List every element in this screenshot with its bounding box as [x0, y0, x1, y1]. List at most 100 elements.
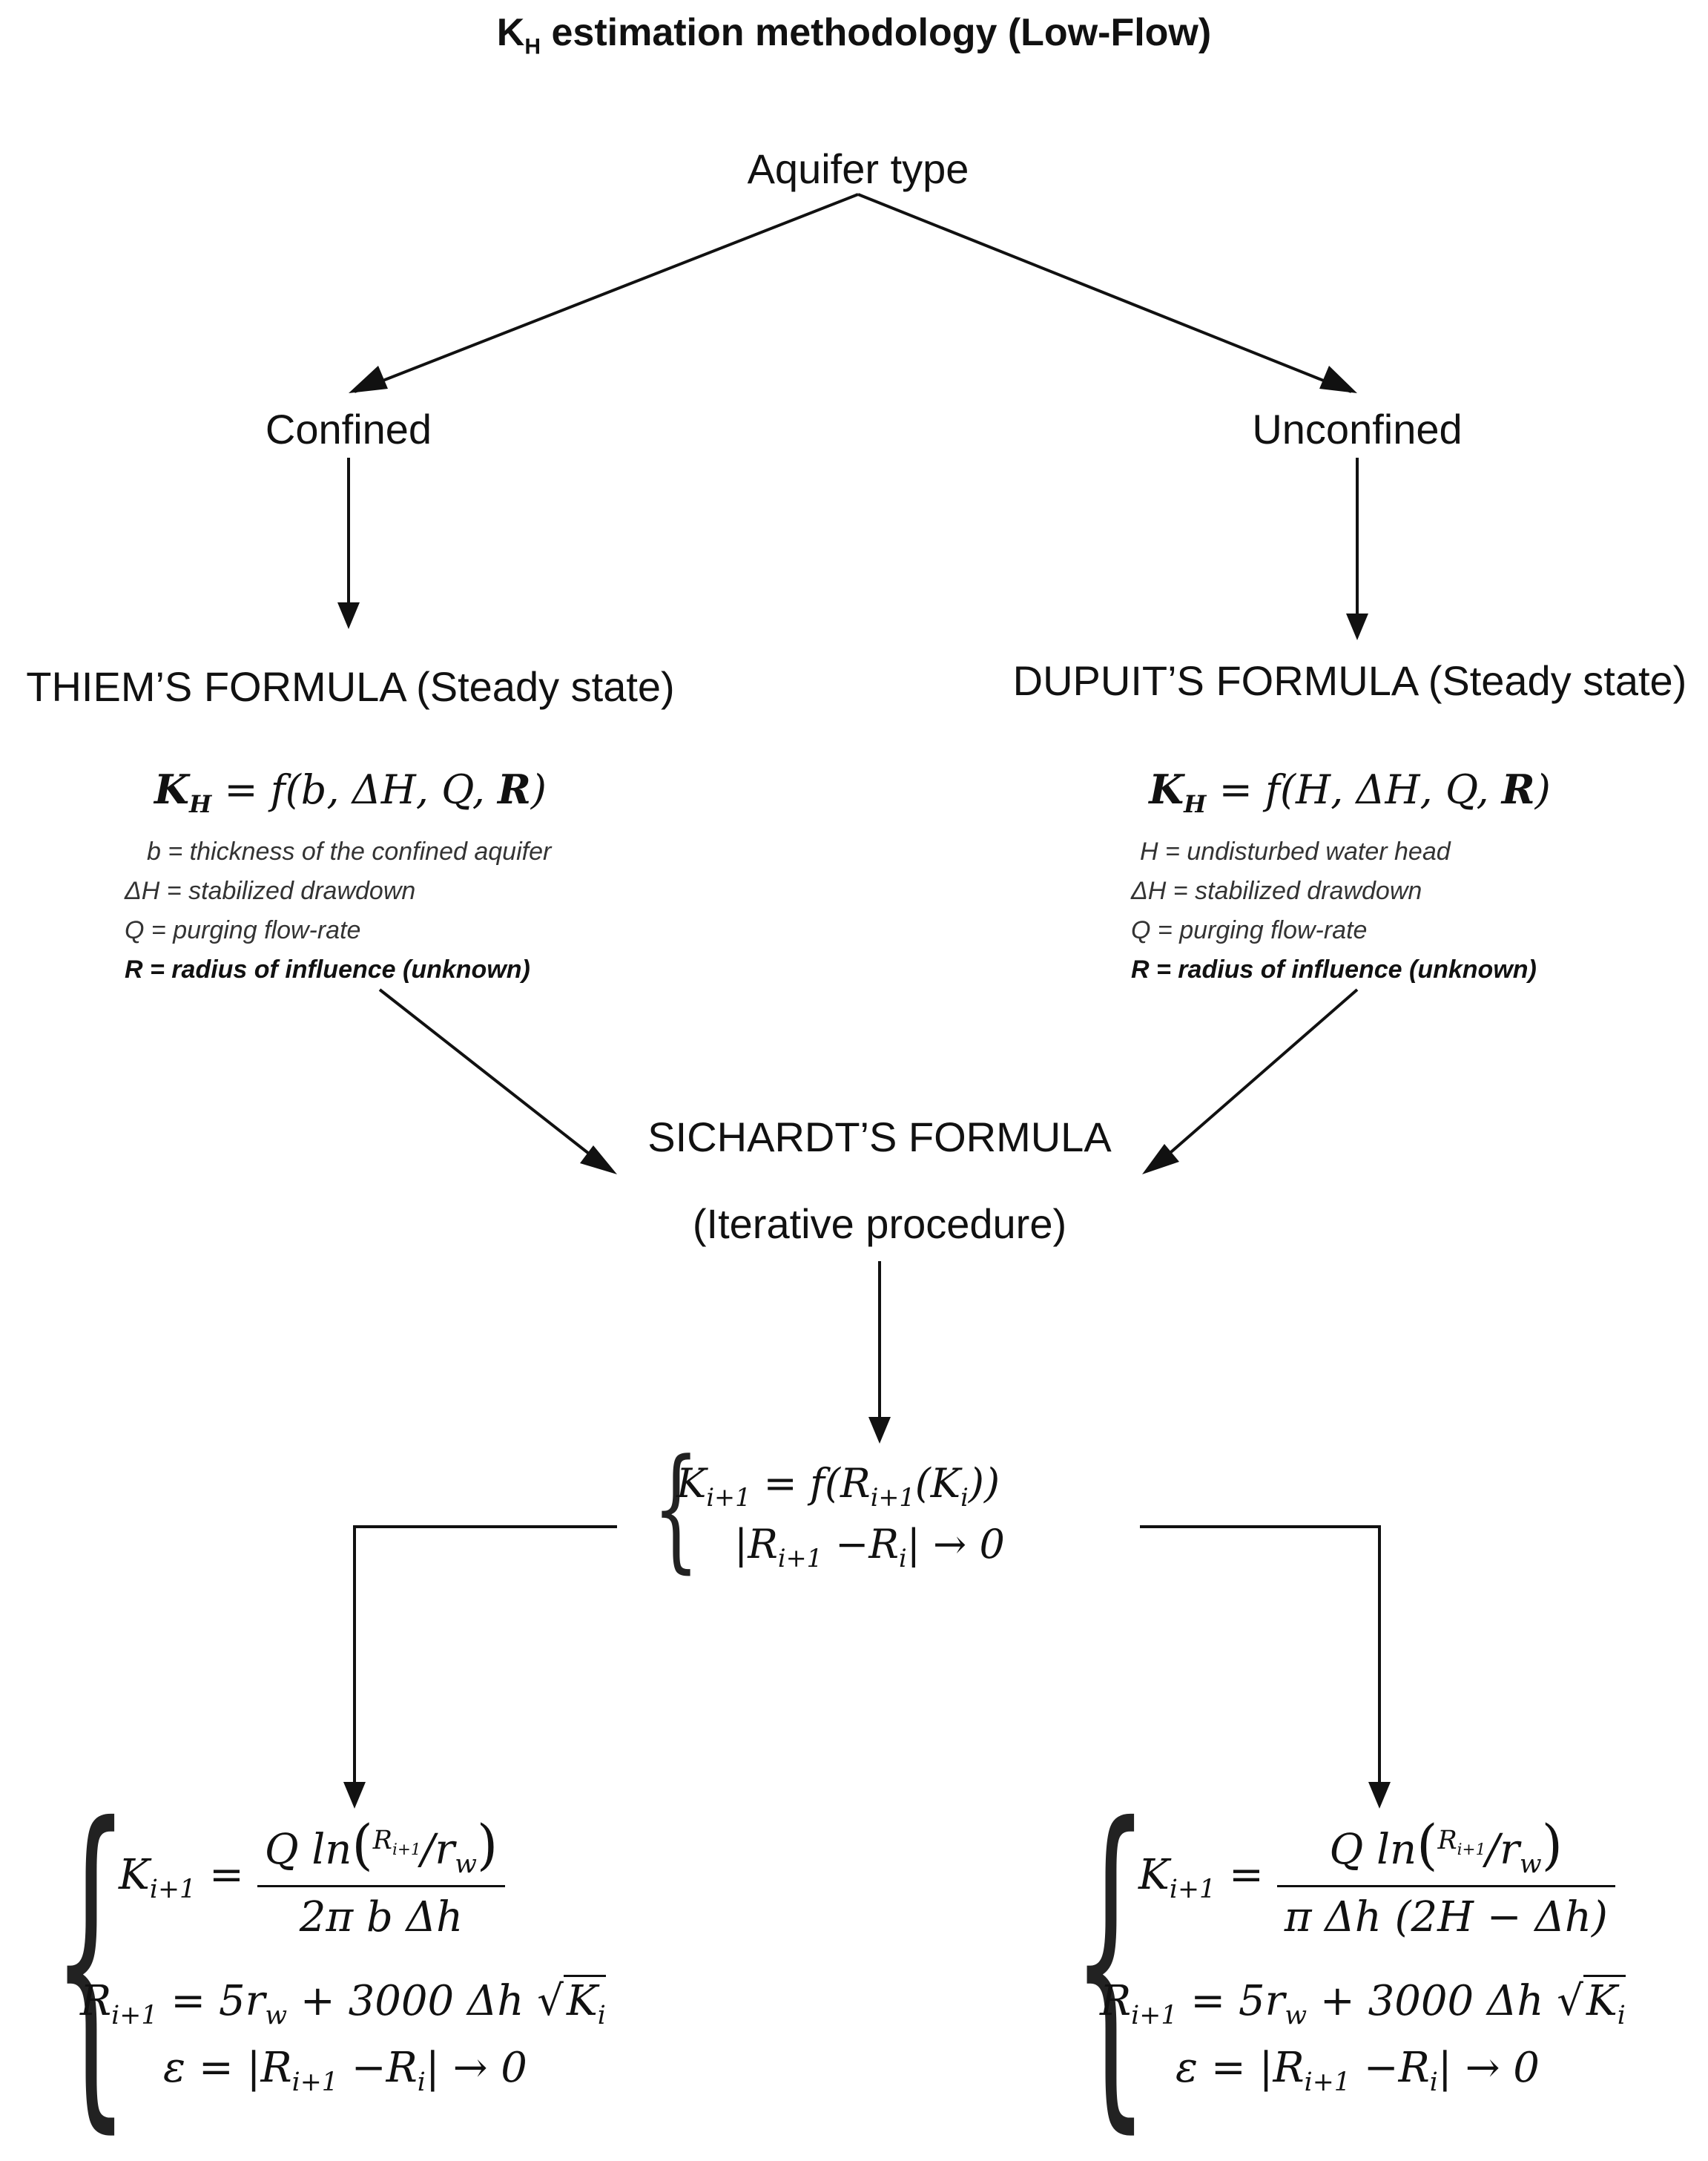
node-sichardt-formula: SICHARDT’S FORMULA [647, 1114, 1112, 1160]
confined-system-brace: { [52, 1755, 130, 2161]
confined-fraction: Q ln(Ri+1/rw) 2π b Δh [257, 1814, 506, 1941]
iter-k: K [676, 1460, 707, 1507]
thiem-kh-equation: KH = f(b, ΔH, Q, R) [0, 766, 701, 818]
unconfined-r-rest: + 3000 Δh [1307, 1977, 1557, 2025]
arrow-thiem-to-sichardt [378, 988, 601, 1163]
dupuit-def-r: R = radius of influence (unknown) [1131, 955, 1537, 984]
iteration-line-2: |Ri+1 −Ri| → 0 [734, 1521, 1005, 1573]
arrowhead-unconfined [1319, 366, 1357, 393]
thiem-kh-sub: H [188, 789, 212, 818]
confined-sqrt-sub: i [597, 2001, 606, 2031]
arrow-system-to-unconfined-system [1140, 1525, 1381, 1788]
confined-num-r: R [372, 1826, 392, 1856]
unconfined-r-w: w [1285, 2001, 1308, 2031]
node-unconfined: Unconfined [1252, 406, 1463, 453]
confined-sqrt-k: K [566, 1977, 598, 2025]
unconfined-system-brace: { [1072, 1755, 1150, 2161]
node-thiem-formula: THIEM’S FORMULA (Steady state) [26, 663, 675, 710]
confined-numerator: Q ln(Ri+1/rw) [264, 1814, 498, 1880]
unconfined-denominator: π Δh (2H − Δh) [1276, 1885, 1615, 1941]
arrowhead-confined [349, 366, 388, 393]
unconfined-num-q: Q ln [1329, 1826, 1417, 1874]
arrowhead-thiem [337, 602, 360, 629]
thiem-kh-symbol: K [154, 766, 189, 813]
arrowhead-confined-system [343, 1782, 366, 1809]
dupuit-rhs-start: = f(H, ΔH, Q, [1206, 766, 1502, 813]
arrow-dupuit-to-sichardt [1158, 988, 1359, 1163]
thiem-def-q: Q = purging flow-rate [125, 916, 361, 944]
unconfined-eps-mid: −R [1350, 2044, 1430, 2092]
node-sichardt-procedure: (Iterative procedure) [692, 1200, 1067, 1247]
unconfined-r-line: Ri+1 = 5rw + 3000 Δh √Ki [1100, 1975, 1626, 2031]
thiem-def-r: R = radius of influence (unknown) [125, 955, 530, 984]
unconfined-numerator: Q ln(Ri+1/rw) [1329, 1814, 1563, 1880]
confined-system: { Ki+1 = Q ln(Ri+1/rw) 2π b Δh Ri+1 = 5r… [52, 1784, 719, 2133]
arrow-system-to-confined-system [353, 1525, 617, 1788]
iter-r-sub: i+1 [870, 1482, 915, 1512]
title-k: K [496, 11, 525, 54]
unconfined-r-rhs: = 5r [1177, 1977, 1285, 2025]
confined-k-line: Ki+1 = Q ln(Ri+1/rw) 2π b Δh [119, 1814, 506, 1941]
confined-k: K [119, 1851, 150, 1899]
iteration-line-1: Ki+1 = f(Ri+1(Ki)) [676, 1460, 1000, 1512]
unconfined-num-w: w [1519, 1849, 1542, 1880]
iter2-sub1: i+1 [777, 1543, 822, 1573]
confined-eps-mid: −R [337, 2044, 418, 2092]
dupuit-def-q: Q = purging flow-rate [1131, 916, 1368, 944]
iter2-mid: −R [822, 1521, 899, 1568]
dupuit-def-h: H = undisturbed water head [1140, 838, 1451, 866]
unconfined-equals: = [1216, 1851, 1264, 1899]
unconfined-system: { Ki+1 = Q ln(Ri+1/rw) π Δh (2H − Δh) Ri… [1072, 1784, 1706, 2133]
diagram-title: KH estimation methodology (Low-Flow) [0, 10, 1708, 59]
unconfined-k-sub: i+1 [1169, 1875, 1216, 1905]
dupuit-kh-equation: KH = f(H, ΔH, Q, R) [994, 766, 1706, 818]
thiem-rhs-start: = f(b, ΔH, Q, [211, 766, 498, 813]
thiem-def-b: b = thickness of the confined aquifer [147, 838, 552, 866]
dupuit-def-dh: ΔH = stabilized drawdown [1131, 877, 1422, 905]
iter2-end: | → 0 [906, 1521, 1005, 1568]
confined-num-slash: /r [421, 1826, 455, 1874]
arrow-aquifer-to-confined [354, 193, 859, 393]
unconfined-eps-sub2: i [1429, 2068, 1438, 2098]
iter2-sub2: i [898, 1543, 907, 1573]
node-confined: Confined [265, 406, 432, 453]
thiem-def-dh: ΔH = stabilized drawdown [125, 877, 416, 905]
iter-inner: (K [914, 1460, 961, 1507]
arrow-aquifer-to-unconfined [857, 193, 1352, 393]
unconfined-sqrt-k: K [1586, 1977, 1618, 2025]
confined-r-rhs: = 5r [157, 1977, 266, 2025]
confined-eps-sub1: i+1 [291, 2068, 338, 2098]
unconfined-num-slash: /r [1486, 1826, 1520, 1874]
arrowhead-dupuit [1346, 614, 1368, 640]
thiem-rhs-bold: R [498, 766, 531, 813]
confined-eps-start: ε = |R [163, 2044, 292, 2092]
iteration-brace: { [653, 1431, 699, 1586]
confined-r: R [80, 1977, 112, 2025]
confined-r-rest: + 3000 Δh [287, 1977, 538, 2025]
confined-r-w: w [265, 2001, 288, 2031]
unconfined-k-line: Ki+1 = Q ln(Ri+1/rw) π Δh (2H − Δh) [1138, 1814, 1615, 1941]
iter-mid: = f(R [751, 1460, 871, 1507]
arrowhead-unconfined-system [1368, 1782, 1391, 1809]
unconfined-fraction: Q ln(Ri+1/rw) π Δh (2H − Δh) [1276, 1814, 1615, 1941]
dupuit-rhs-bold: R [1501, 766, 1535, 813]
confined-r-line: Ri+1 = 5rw + 3000 Δh √Ki [80, 1975, 606, 2031]
arrowhead-sichardt-left [580, 1145, 617, 1174]
dupuit-rhs-end: ) [1534, 766, 1551, 813]
iteration-system: { Ki+1 = f(Ri+1(Ki)) |Ri+1 −Ri| → 0 [653, 1442, 1127, 1580]
iter-k-sub: i+1 [706, 1482, 751, 1512]
dupuit-kh-sub: H [1184, 789, 1207, 818]
title-rest: estimation methodology (Low-Flow) [541, 11, 1212, 54]
unconfined-num-r-sub: i+1 [1457, 1841, 1486, 1860]
unconfined-eps-start: ε = |R [1176, 2044, 1305, 2092]
confined-eps-line: ε = |Ri+1 −Ri| → 0 [163, 2044, 527, 2097]
confined-num-w: w [455, 1849, 477, 1880]
unconfined-r-sub: i+1 [1131, 2001, 1178, 2031]
confined-k-sub: i+1 [149, 1875, 197, 1905]
confined-r-sub: i+1 [111, 2001, 158, 2031]
confined-eps-sub2: i [417, 2068, 426, 2098]
confined-num-q: Q ln [264, 1826, 352, 1874]
dupuit-kh-symbol: K [1149, 766, 1184, 813]
node-aquifer-type: Aquifer type [747, 145, 969, 192]
